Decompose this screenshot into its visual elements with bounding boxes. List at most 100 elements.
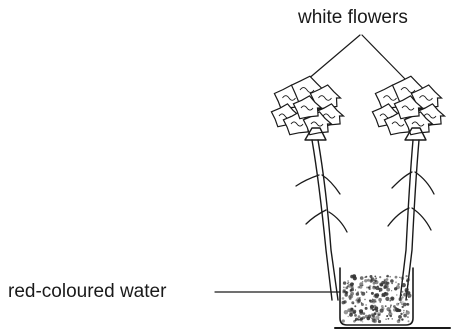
water-speckle [356,292,359,295]
water-speckle [391,290,392,291]
water-speckle [401,303,403,305]
water-speckle [347,308,351,312]
water-speckle [371,292,374,295]
water-speckle [390,297,394,301]
water-speckle [395,281,397,283]
water-speckle [378,320,381,323]
water-speckle [395,308,399,312]
water-speckle [402,283,406,287]
water-speckle [362,281,364,283]
water-speckle [356,297,360,301]
water-speckle [342,319,345,322]
water-speckle [348,316,349,317]
water-speckle [347,283,349,285]
water-speckle [406,279,409,282]
water-speckle [354,305,356,307]
water-speckle [393,305,396,308]
water-speckle [368,287,371,290]
water-speckle [390,304,392,306]
water-speckle [397,283,399,285]
water-speckle [355,289,356,290]
water-speckle [403,303,407,307]
water-speckle [369,300,371,302]
water-speckle [389,310,392,313]
right-flower [372,76,444,135]
water-speckle [367,279,370,282]
water-speckle [359,310,361,312]
water-speckle [384,282,385,283]
water-speckle [401,318,403,320]
water-speckle [347,285,349,287]
water-speckle [406,310,408,312]
water-speckle [357,291,359,293]
water-speckle [406,275,408,277]
water-speckle [388,318,390,320]
water-speckle [384,284,388,288]
water-speckle [384,292,388,296]
beaker [340,268,413,325]
water-speckle [373,286,375,288]
water-speckle [407,303,410,306]
water-speckle [358,315,361,318]
water-speckle [343,281,346,284]
water-speckle [381,307,384,310]
water-speckle [374,312,377,315]
water-speckle [365,276,367,278]
water-speckle [361,303,364,306]
water-speckle [360,319,363,322]
water-speckle [407,299,408,300]
water-speckle [398,319,400,321]
water-speckle [407,288,409,290]
water-speckle [351,286,354,289]
water-speckle [403,293,407,297]
water-speckle [344,291,346,293]
water-speckle [353,310,357,314]
water-speckle [366,287,368,289]
water-speckle [408,297,409,298]
water-speckle [373,299,376,302]
water-speckle [375,286,379,290]
water-speckle [386,275,389,278]
left-flower [271,76,343,135]
water-speckle [386,278,389,281]
water-speckle [374,276,376,278]
water-speckle [395,276,398,279]
water-speckle [350,282,354,286]
water-speckle [380,301,382,303]
water-speckle [353,303,355,305]
water-speckle [370,280,373,283]
water-speckle [362,321,363,322]
water-speckle [355,318,358,321]
water-speckle [385,319,386,320]
water-speckle [385,305,387,307]
water-speckle [392,318,393,319]
water-speckle [390,306,391,307]
water-speckle [402,291,404,293]
water-speckle [360,276,364,280]
water-speckle [372,317,375,320]
water-speckle [359,311,363,315]
flower-leader-lines [307,35,406,80]
water-speckle [366,291,367,292]
water-speckle [361,292,365,296]
water-speckle [402,306,404,308]
water-speckle [378,298,382,302]
water-speckle [400,301,402,303]
water-speckle [359,282,363,286]
water-speckle [368,314,372,318]
right-stem [388,128,434,300]
water-speckle [391,283,393,285]
water-speckle [401,277,404,280]
water-speckle [401,281,403,283]
water-speckle [389,300,391,302]
water-speckle [400,294,402,296]
water-speckle [403,314,407,318]
water-speckle [396,285,400,289]
water-speckle [371,278,373,280]
water-speckle [388,312,392,316]
water-speckle [401,296,403,298]
water-speckle [374,308,376,310]
water-speckle [375,316,379,320]
water-speckle [364,279,367,282]
water-speckle [365,307,368,310]
